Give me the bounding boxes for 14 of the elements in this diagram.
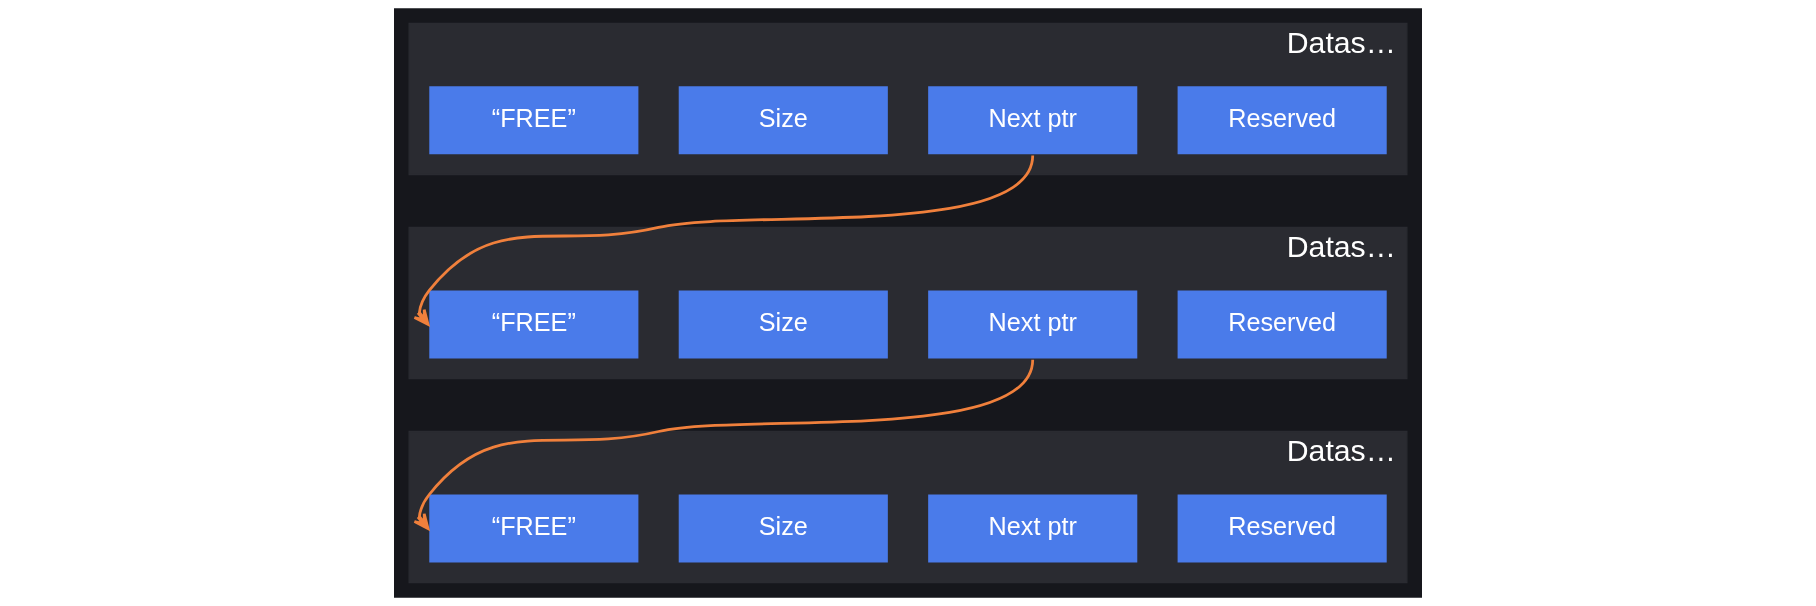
arrow: [413, 155, 1035, 326]
arrow: [413, 359, 1035, 530]
node-box: “FREE”: [429, 290, 639, 359]
node-box: Reserved: [1177, 494, 1387, 563]
node-box: Next ptr: [928, 86, 1138, 155]
node-box: “FREE”: [429, 86, 639, 155]
node-box: “FREE”: [429, 494, 639, 563]
node-box: Next ptr: [928, 494, 1138, 563]
node-box: Size: [678, 494, 888, 563]
node-box: Next ptr: [928, 290, 1138, 359]
node-box: Size: [678, 86, 888, 155]
node-box: Reserved: [1177, 290, 1387, 359]
node-box: Size: [678, 290, 888, 359]
node-box: Reserved: [1177, 86, 1387, 155]
